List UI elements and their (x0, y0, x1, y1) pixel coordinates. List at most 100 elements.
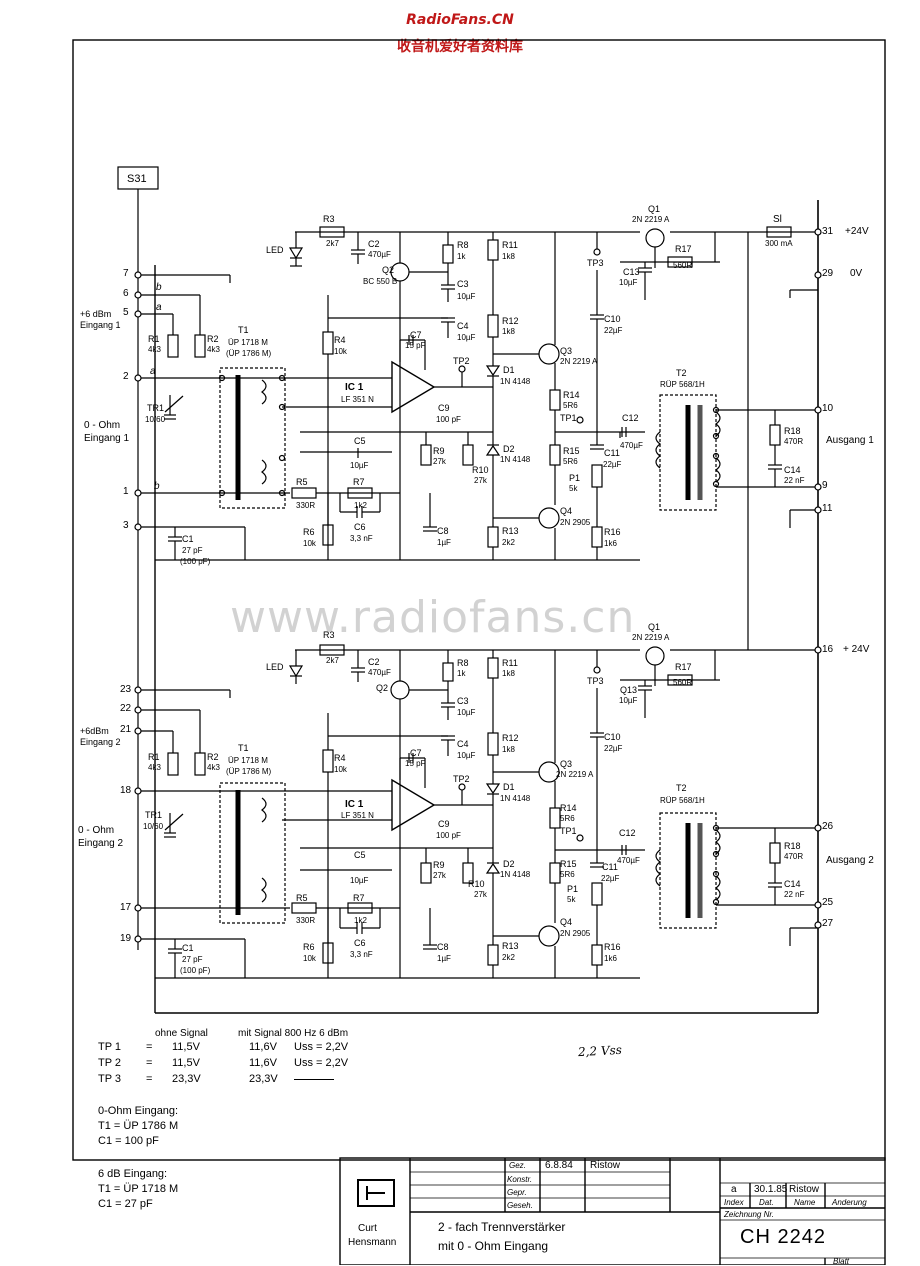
six-db-note-c1: C1 = 27 pF (98, 1198, 153, 1210)
six-db-note-title: 6 dB Eingang: (98, 1168, 168, 1180)
q2-val: BC 550 B (363, 277, 398, 286)
wire-b-upper: b (156, 282, 162, 293)
pin-7: 7 (123, 268, 129, 279)
c9b-val: 100 pF (436, 831, 461, 840)
company-name-a: Curt (358, 1223, 377, 1234)
pin-22: 22 (120, 703, 132, 714)
wire-a-upper: a (156, 302, 162, 313)
fuse-val: 300 mA (765, 239, 793, 248)
output-label-1: Ausgang 1 (826, 435, 874, 446)
r8b-val: 1k (457, 669, 466, 678)
q4-ref: Q4 (560, 506, 573, 516)
r18-val: 470R (784, 437, 804, 446)
r2b-ref: R2 (207, 752, 219, 762)
r10b-val: 27k (474, 890, 487, 899)
r9b-ref: R9 (433, 860, 445, 870)
col-name: Name (794, 1198, 816, 1207)
r14-val: 5R6 (563, 401, 578, 410)
pin-18: 18 (120, 785, 132, 796)
r2b-val: 4k3 (207, 763, 220, 772)
source-box-label: S31 (127, 173, 147, 185)
c10-val: 22µF (604, 326, 623, 335)
c5-val: 10µF (350, 461, 369, 470)
output-label-2: Ausgang 2 (826, 855, 874, 866)
q4b-ref: Q4 (560, 917, 573, 927)
pin-21: 21 (120, 724, 132, 735)
wire-a-lower: a (150, 366, 156, 377)
c11b-val: 22µF (601, 874, 620, 883)
watermark-site-cn: 收音机爱好者资料库 (397, 39, 523, 55)
d1b-ref: D1 (503, 782, 515, 792)
supply2-plus24: + 24V (843, 644, 870, 655)
c4b-ref: C4 (457, 739, 469, 749)
tp1-row-eq: = (146, 1041, 153, 1053)
c8-ref: C8 (437, 526, 449, 536)
rev-index: a (731, 1184, 737, 1195)
zero-ohm-note-c1: C1 = 100 pF (98, 1135, 159, 1147)
c3-val: 10µF (457, 292, 476, 301)
c12b-ref: C12 (619, 828, 636, 838)
r1-ref: R1 (148, 334, 160, 344)
supply-plus24: +24V (845, 226, 869, 237)
c8b-val: 1µF (437, 954, 451, 963)
c12-ref: C12 (622, 413, 639, 423)
t1b-val: ÜP 1718 M (228, 756, 268, 765)
drawing-title-line2: mit 0 - Ohm Eingang (438, 1239, 549, 1253)
q3b-val: 2N 2219 A (556, 770, 594, 779)
r12b-ref: R12 (502, 733, 519, 743)
q4-val: 2N 2905 (560, 518, 591, 527)
notes-header-with-signal: mit Signal 800 Hz 6 dBm (238, 1028, 349, 1039)
q2b-ref: Q2 (376, 683, 389, 693)
drawing-no-label: Zeichnung Nr. (724, 1210, 774, 1219)
t2b-val: RÜP 568/1H (660, 796, 705, 805)
r8b-ref: R8 (457, 658, 469, 668)
c12-val: 470µF (620, 441, 643, 450)
c1-val: 27 pF (182, 546, 203, 555)
tp1-row-c: Uss = 2,2V (294, 1041, 349, 1053)
tp3-row-a: 23,3V (172, 1073, 201, 1085)
r5-val: 330R (296, 501, 316, 510)
pin-16: 16 (822, 644, 834, 655)
d1b-val: 1N 4148 (500, 794, 531, 803)
tp1-row-label: TP 1 (98, 1041, 122, 1053)
c5b-ref: C5 (354, 850, 366, 860)
r3 (319, 226, 345, 238)
c1b-alt: (100 pF) (180, 966, 211, 975)
c7-ref: C7 (410, 330, 422, 340)
handwritten-note: 2,2 Vss (577, 1042, 623, 1060)
tp2-label: TP2 (453, 356, 470, 366)
r13-val: 2k2 (502, 538, 515, 547)
notes-header-without-signal: ohne Signal (155, 1028, 208, 1039)
r7-val: 1k2 (354, 501, 367, 510)
c14-val: 22 nF (784, 476, 805, 485)
r16b-ref: R16 (604, 942, 621, 952)
tp2-row-c: Uss = 2,2V (294, 1057, 349, 1069)
q13-val: 10µF (619, 696, 638, 705)
tr1-ref: TR1 (147, 403, 165, 413)
channel-1 (138, 226, 818, 561)
r16-ref: R16 (604, 527, 621, 537)
title-block (339, 1157, 886, 1265)
q3-ref: Q3 (560, 346, 573, 356)
c3b-ref: C3 (457, 696, 469, 706)
q13-ref: Q13 (620, 685, 638, 695)
company-name-b: Hensmann (348, 1237, 397, 1248)
c11-val: 22µF (603, 460, 622, 469)
ic1b-val: LF 351 N (341, 811, 374, 820)
r11-ref: R11 (502, 240, 518, 250)
tp2-row-b: 11,6V (249, 1057, 277, 1069)
c14b-ref: C14 (784, 879, 801, 889)
r3b-ref: R3 (323, 630, 335, 640)
r12-val: 1k8 (502, 327, 515, 336)
t1-val: ÜP 1718 M (228, 338, 268, 347)
c6b-ref: C6 (354, 938, 366, 948)
r1-val: 4k3 (148, 345, 161, 354)
c4b-val: 10µF (457, 751, 476, 760)
ic1b-ref: IC 1 (345, 799, 364, 810)
r15b-ref: R15 (560, 859, 577, 869)
r15-val: 5R6 (563, 457, 578, 466)
tb-gez-name: Ristow (590, 1160, 621, 1171)
c1b-ref: C1 (182, 943, 194, 953)
supply-0v: 0V (850, 268, 863, 279)
t1-alt: (ÜP 1786 M) (226, 349, 272, 358)
